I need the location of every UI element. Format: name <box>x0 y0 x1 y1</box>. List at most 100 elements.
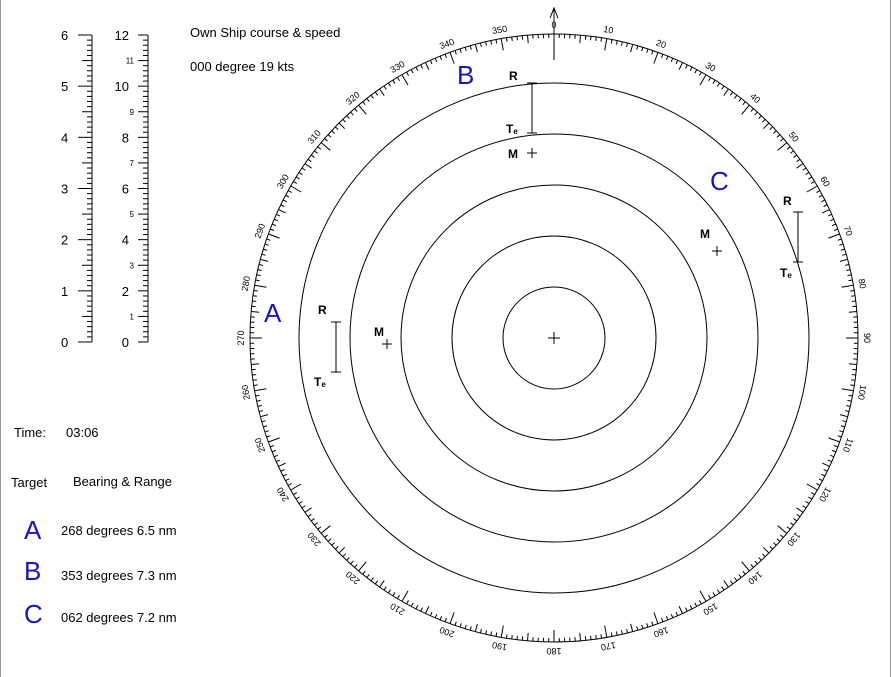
bearing-tick <box>511 36 513 41</box>
bearing-tick <box>816 483 821 486</box>
bearing-tick <box>620 41 623 46</box>
bearing-tick <box>406 71 409 76</box>
bearing-tick <box>827 213 832 217</box>
bearing-tick <box>780 138 784 142</box>
bearing-tick <box>271 223 277 227</box>
bearing-tick <box>253 384 258 387</box>
bearing-tick <box>256 399 261 402</box>
bearing-tick <box>374 580 379 585</box>
range-ring <box>400 184 708 492</box>
bearing-tick <box>263 425 268 428</box>
bearing-tick <box>469 626 472 631</box>
bearing-tick <box>366 98 370 102</box>
bearing-tick <box>454 50 457 55</box>
time-label: Time: <box>14 425 46 440</box>
bearing-tick <box>270 228 275 231</box>
bearing-tick <box>833 228 838 231</box>
bearing-tick <box>828 437 840 443</box>
bearing-tick <box>708 594 712 599</box>
right-scale-major-label: 10 <box>115 79 129 94</box>
bearing-tick <box>295 176 300 180</box>
bearing-tick <box>729 91 734 96</box>
table-target-c: C <box>24 599 43 629</box>
bearing-tick <box>324 138 328 142</box>
bearing-tick <box>579 35 581 44</box>
bearing-tick <box>469 45 472 50</box>
bearing-tick <box>396 77 400 82</box>
bearing-tick <box>610 39 613 44</box>
bearing-label: 80 <box>856 278 868 290</box>
bearing-tick <box>317 146 322 150</box>
bearing-tick <box>653 52 659 64</box>
bearing-tick <box>821 473 826 477</box>
bearing-tick <box>420 64 423 69</box>
bearing-label: 60 <box>818 175 832 189</box>
target-b-m-label: M <box>508 147 518 161</box>
bearing-tick <box>280 469 285 472</box>
bearing-tick <box>661 617 664 622</box>
bearing-tick <box>810 180 815 184</box>
bearing-tick <box>346 115 350 119</box>
left-scale-label: 6 <box>61 28 68 43</box>
bearing-tick <box>527 632 529 641</box>
bearing-label: 90 <box>862 333 872 343</box>
bearing-tick <box>307 513 312 518</box>
bearing-tick <box>738 574 742 578</box>
bearing-tick <box>268 437 280 443</box>
right-scale-minor-label: 7 <box>130 159 135 168</box>
right-scale-minor-label: 3 <box>130 261 135 270</box>
table-header-target: Target <box>11 475 48 490</box>
left-scale-label: 2 <box>61 233 68 248</box>
bearing-tick <box>298 172 303 176</box>
bearing-tick <box>689 605 693 610</box>
bearing-tick <box>350 111 354 116</box>
bearing-label: 350 <box>491 24 508 36</box>
left-scale-label: 1 <box>61 284 68 299</box>
bearing-tick <box>505 37 508 42</box>
bearing-label: 240 <box>275 485 291 503</box>
bearing-tick <box>773 130 777 134</box>
bearing-tick <box>630 44 634 53</box>
bearing-tick <box>786 146 791 150</box>
bearing-tick <box>850 289 855 292</box>
bearing-tick <box>290 483 302 491</box>
bearing-tick <box>454 621 457 626</box>
bearing-tick <box>251 363 260 365</box>
bearing-tick <box>304 163 312 169</box>
bearing-tick <box>694 602 698 607</box>
bearing-tick <box>754 560 758 565</box>
bearing-tick <box>816 190 821 193</box>
bearing-label: 340 <box>438 37 456 52</box>
bearing-tick <box>444 54 447 59</box>
bearing-tick <box>256 274 261 277</box>
bearing-tick <box>708 77 712 82</box>
bearing-tick <box>636 626 639 631</box>
bearing-tick <box>595 635 597 640</box>
time-value: 03:06 <box>66 425 99 440</box>
bearing-tick <box>651 621 654 626</box>
bearing-tick <box>338 546 346 554</box>
bearing-tick <box>261 420 266 423</box>
bearing-tick <box>610 632 613 637</box>
right-scale-minor-label: 5 <box>130 210 135 219</box>
bearing-tick <box>723 88 729 96</box>
bearing-tick <box>420 607 423 612</box>
bearing-tick <box>716 589 720 594</box>
bearing-tick <box>464 624 467 629</box>
right-scale-minor-label: 1 <box>130 312 135 321</box>
bearing-label: 330 <box>388 59 406 75</box>
bearing-tick <box>350 560 354 565</box>
bearing-tick <box>425 606 430 614</box>
bearing-tick <box>829 454 835 458</box>
bearing-tick <box>410 69 414 74</box>
bearing-tick <box>257 404 262 407</box>
right-scale-minor-label: 11 <box>126 57 135 66</box>
bearing-tick <box>675 60 679 65</box>
bearing-tick <box>694 69 698 74</box>
bearing-tick <box>641 624 644 629</box>
bearing-label: 0 <box>551 20 556 30</box>
bearing-tick <box>346 557 350 561</box>
bearing-tick <box>742 570 746 575</box>
bearing-tick <box>823 204 828 207</box>
